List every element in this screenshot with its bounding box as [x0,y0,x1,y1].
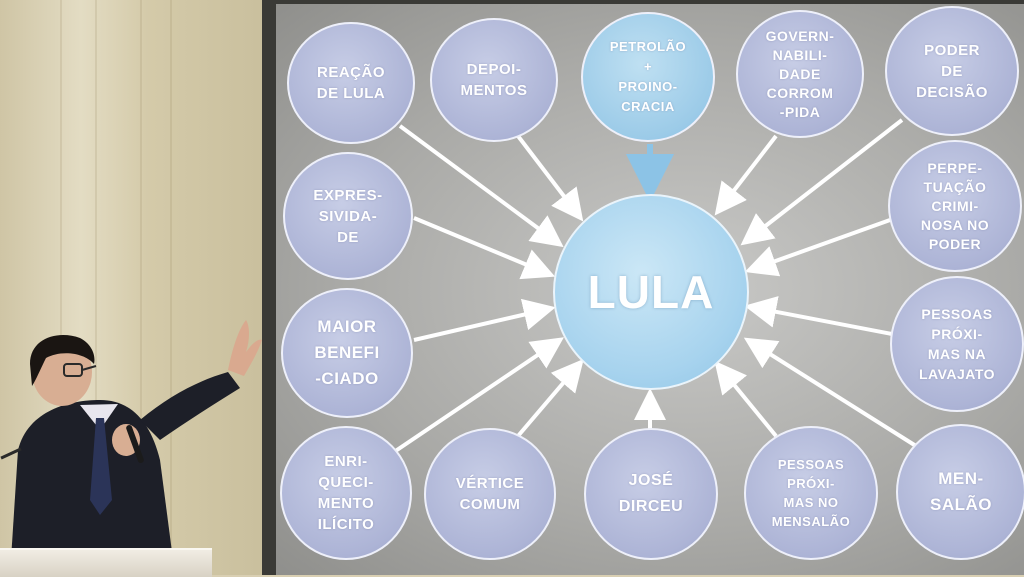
arrow-enriquecimento [392,337,564,454]
presenter-figure [10,320,262,575]
arrow-depoimentos [516,134,584,222]
curtain-fold [60,0,62,575]
node-expressividade: EXPRES- SIVIDA- DE [283,152,413,280]
curtain-fold [170,0,172,575]
center-node-lula: LULA [553,194,749,390]
arrow-pessoas-lavajato [744,296,893,336]
podium [0,548,212,577]
arrow-reacao [398,124,564,248]
node-perpetuacao-criminosa: PERPE- TUAÇÃO CRIMI- NOSA NO PODER [888,140,1022,272]
arrows-layer [392,118,918,454]
node-reacao-de-lula: REAÇÃO DE LULA [287,22,415,144]
arrow-vertice [516,358,584,438]
node-maior-beneficiado: MAIOR BENEFI -CIADO [281,288,413,418]
node-depoimentos: DEPOI- MENTOS [430,18,558,142]
arrow-governabilidade [714,134,778,216]
arrow-mensalao [743,337,918,448]
arrow-expressividade [413,216,556,280]
node-petrolao-proinocracia: PETROLÃO + PROINO- CRACIA [581,12,715,142]
node-enriquecimento-ilicito: ENRI- QUECI- MENTO ILÍCITO [280,426,412,560]
node-jose-dirceu: JOSÉ DIRCEU [584,428,718,560]
node-vertice-comum: VÉRTICE COMUM [424,428,556,560]
arrow-maior [413,298,556,342]
node-pessoas-proximas-lavajato: PESSOAS PRÓXI- MAS NA LAVAJATO [890,276,1024,412]
arrow-poder [740,118,904,246]
node-poder-de-decisao: PODER DE DECISÃO [885,6,1019,136]
curtain-fold [95,0,97,575]
arrow-perpetuacao [744,218,891,277]
curtain-fold [140,0,142,575]
node-pessoas-proximas-mensalao: PESSOAS PRÓXI- MAS NO MENSALÃO [744,426,878,560]
node-governabilidade-corrompida: GOVERN- NABILI- DADE CORROM -PIDA [736,10,864,138]
arrow-pessoas-mensalao [714,360,778,438]
node-mensalao: MEN- SALÃO [896,424,1024,560]
